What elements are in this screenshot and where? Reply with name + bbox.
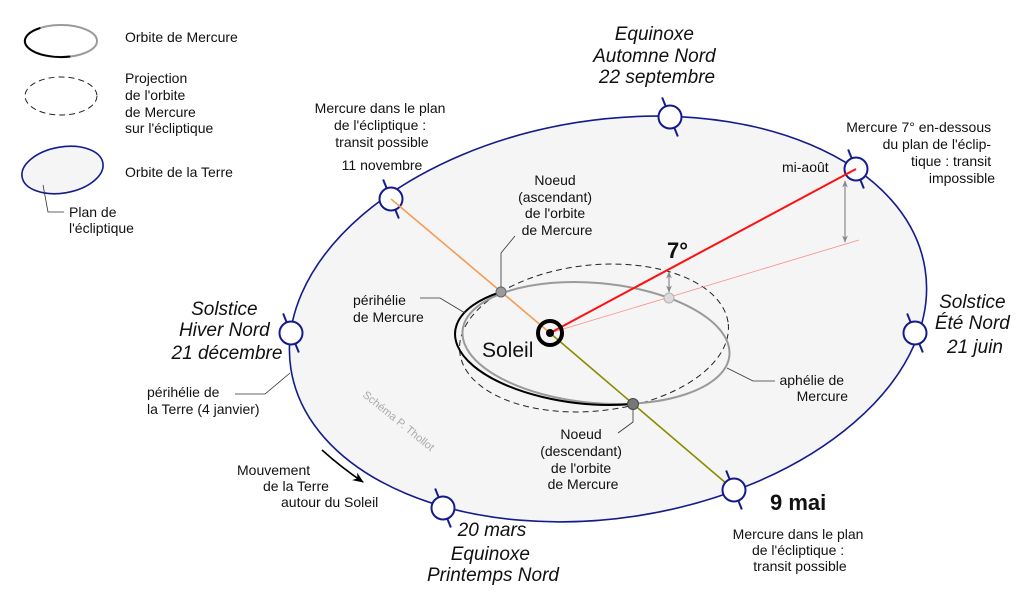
legend-mercury-orbit-label: Orbite de Mercure	[125, 29, 238, 45]
label-november-date: 11 novembre	[342, 157, 423, 173]
label-autumn-equinox: Equinoxe Automne Nord 22 septembre	[592, 24, 721, 88]
leader-earth-perihelion	[235, 372, 291, 395]
legend-projection-label: Projection de l'orbite de Mercure sur l'…	[125, 70, 213, 136]
legend-mercury-orbit-symbol	[23, 24, 98, 59]
earth-icon	[657, 104, 683, 130]
node-line-november	[390, 198, 551, 334]
label-inclination: 7°	[667, 238, 688, 263]
legend-earth-orbit-label: Orbite de la Terre	[125, 164, 233, 180]
label-sun: Soleil	[482, 339, 533, 362]
label-spring-equinox-date: 20 mars	[457, 520, 527, 541]
label-mercury-perihelion: périhélie de Mercure	[353, 292, 424, 325]
earth-position-winter-solstice	[278, 313, 304, 353]
label-may-transit: Mercure dans le plan de l'écliptique : t…	[733, 526, 868, 574]
label-may-date: 9 mai	[770, 490, 826, 515]
mercury-orbit-far-side	[461, 280, 731, 406]
descending-node-point	[627, 398, 639, 410]
legend: Orbite de Mercure Projection de l'orbite…	[21, 24, 238, 236]
earth-motion-arrow-icon	[321, 449, 364, 483]
label-earth-motion: Mouvement de la Terre autour du Soleil	[237, 462, 378, 510]
earth-position-spring-equinox	[430, 488, 456, 528]
label-winter-solstice: Solstice Hiver Nord 21 décembre	[171, 299, 283, 364]
leader-ascending-node	[500, 235, 516, 287]
label-earth-perihelion: périhélie de la Terre (4 janvier)	[147, 384, 260, 417]
earth-icon	[902, 320, 928, 346]
leader-descending-node	[617, 410, 634, 434]
leader-mercury-aphelion	[726, 367, 775, 382]
projected-mercury-point	[663, 292, 675, 304]
earth-icon	[721, 477, 747, 503]
label-descending-node: Noeud (descendant) de l'orbite de Mercur…	[540, 426, 626, 492]
earth-icon	[278, 320, 304, 346]
projection-line-august	[549, 239, 860, 334]
earth-position-summer-solstice	[902, 313, 928, 353]
label-mid-august-date: mi-août	[782, 159, 829, 175]
mercury-orbit-near-side	[454, 291, 634, 406]
sun-icon	[536, 319, 564, 347]
label-november-transit: Mercure dans le plan de l'écliptique : t…	[315, 100, 450, 150]
label-spring-equinox: Equinoxe Printemps Nord	[427, 544, 560, 586]
label-summer-solstice: Solstice Été Nord 21 juin	[935, 292, 1015, 358]
ascending-node-point	[495, 286, 507, 298]
legend-earth-orbit-symbol	[21, 145, 104, 195]
legend-ecliptic-plane-label: Plan de l'écliptique	[69, 204, 134, 236]
label-mercury-aphelion: aphélie de Mercure	[779, 372, 848, 404]
earth-position-may-9	[721, 470, 747, 510]
earth-icon	[430, 495, 456, 521]
earth-position-autumn-equinox	[657, 97, 683, 137]
node-line-may	[549, 332, 735, 491]
label-august-no-transit: Mercure 7° en-dessous du plan de l'éclip…	[846, 119, 995, 186]
sight-line-august	[549, 168, 857, 334]
legend-plane-leader-line	[42, 184, 64, 213]
legend-projection-symbol	[24, 76, 98, 116]
leader-mercury-perihelion	[420, 297, 466, 314]
label-ascending-node: Noeud (ascendant) de l'orbite de Mercure	[518, 172, 596, 238]
